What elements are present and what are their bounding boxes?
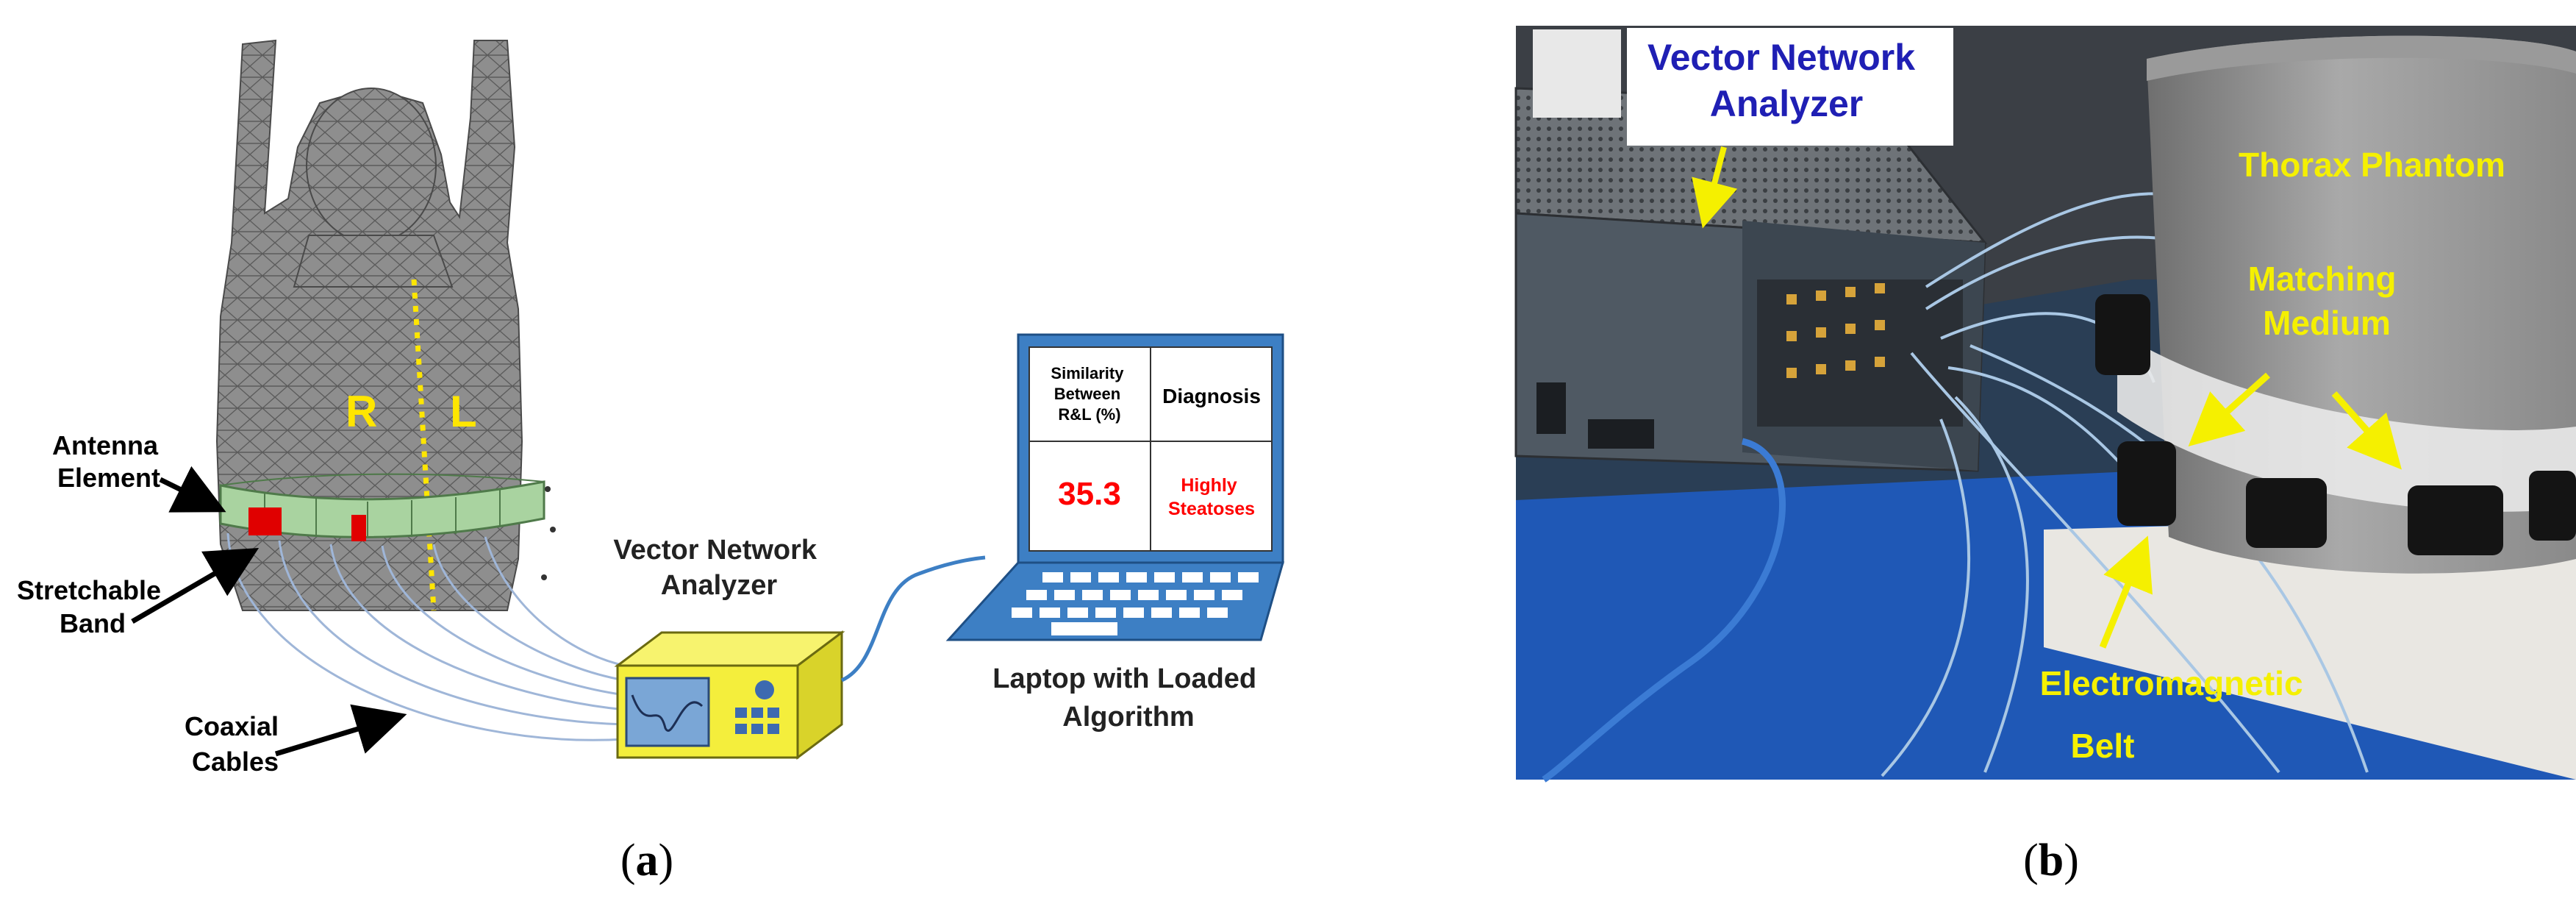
caption-b: (b) [2023,836,2079,886]
vna-knob [755,680,774,699]
vna-device [614,630,845,760]
diagnosis-table: Similarity Between R&L (%) Diagnosis 35.… [1029,347,1272,551]
panel-b: Vector Network Analyzer [1514,26,2576,886]
laptop-touchpad [1051,622,1117,635]
antenna-element [248,507,282,535]
vna-pointer-arrow [1692,146,1738,229]
cables-label: Coaxial Cables [185,711,286,777]
matching-medium [2117,331,2576,512]
blue-coax-cable [1542,438,1786,783]
antenna-element [351,515,366,541]
belt-label: Electromagnetic Belt [2040,664,2313,765]
vna-screen [625,677,710,747]
medium-arrow-left [2188,372,2271,447]
human-body-model [215,39,523,611]
band-label: Stretchable Band [17,575,168,638]
laptop-label: Laptop with Loaded Algorithm [992,663,1264,733]
midline-dotted [411,279,437,611]
vna-label: Vector Network Analyzer [613,535,824,601]
thorax-phantom [2117,35,2576,574]
band-arrow [131,547,260,624]
medium-label: Matching Medium [2248,260,2406,342]
antenna-label: Antenna Element [52,430,165,493]
thorax-label: Thorax Phantom [2239,146,2505,184]
cables-arrow [274,704,407,757]
caption-a: (a) [620,836,673,886]
vna-laptop-cable [840,555,986,683]
table-header-similarity: Similarity Between R&L (%) [1051,364,1128,424]
similarity-value: 35.3 [1058,476,1121,512]
medium-arrow-right [2331,391,2402,470]
white-platform [2044,515,2576,780]
belt-arrow [2099,535,2153,649]
antenna-arrow [159,466,226,513]
label-right-side: R [346,387,377,436]
electromagnetic-belt [2095,294,2576,555]
vna-label-box [1627,28,1953,146]
photo-vna-label: Vector Network Analyzer [1647,37,1925,124]
diagnosis-value: Highly Steatoses [1168,475,1255,519]
table-header-diagnosis: Diagnosis [1162,385,1261,407]
label-left-side: L [450,387,477,436]
panel-a: R L Antenna Elemen [17,39,1284,886]
